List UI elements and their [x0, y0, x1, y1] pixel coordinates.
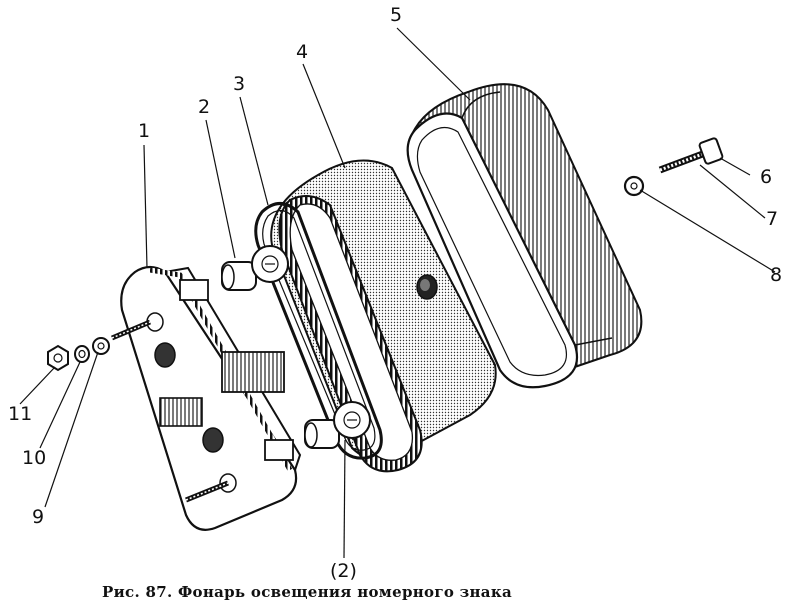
lens-cover [406, 83, 643, 389]
base-plate [111, 265, 302, 531]
callout-11: 11 [8, 403, 33, 425]
callout-8: 8 [770, 264, 783, 286]
callout-1: 1 [138, 120, 151, 142]
washer-8 [623, 175, 645, 197]
lamp-bulb-upper [221, 245, 289, 291]
callout-4: 4 [296, 41, 309, 63]
nut-11 [47, 344, 69, 372]
callout-9: 9 [32, 506, 45, 528]
callout-3: 3 [233, 73, 246, 95]
callout-7: 7 [766, 208, 779, 230]
figure-caption: Рис. 87. Фонарь освещения номерного знак… [102, 583, 512, 601]
leader-lines [19, 27, 776, 559]
lamp-bulb-lower [304, 401, 371, 449]
callout-2: 2 [198, 96, 211, 118]
washer-flat-9 [92, 337, 110, 355]
screw-6 [658, 137, 724, 174]
callout-5: 5 [390, 4, 403, 26]
callout-10: 10 [22, 447, 47, 469]
callout-6: 6 [760, 166, 773, 188]
gasket-ring [254, 202, 383, 460]
reflector-housing [270, 159, 497, 473]
callout-2-lower: (2) [330, 560, 357, 582]
washer-spring-10 [74, 345, 90, 363]
